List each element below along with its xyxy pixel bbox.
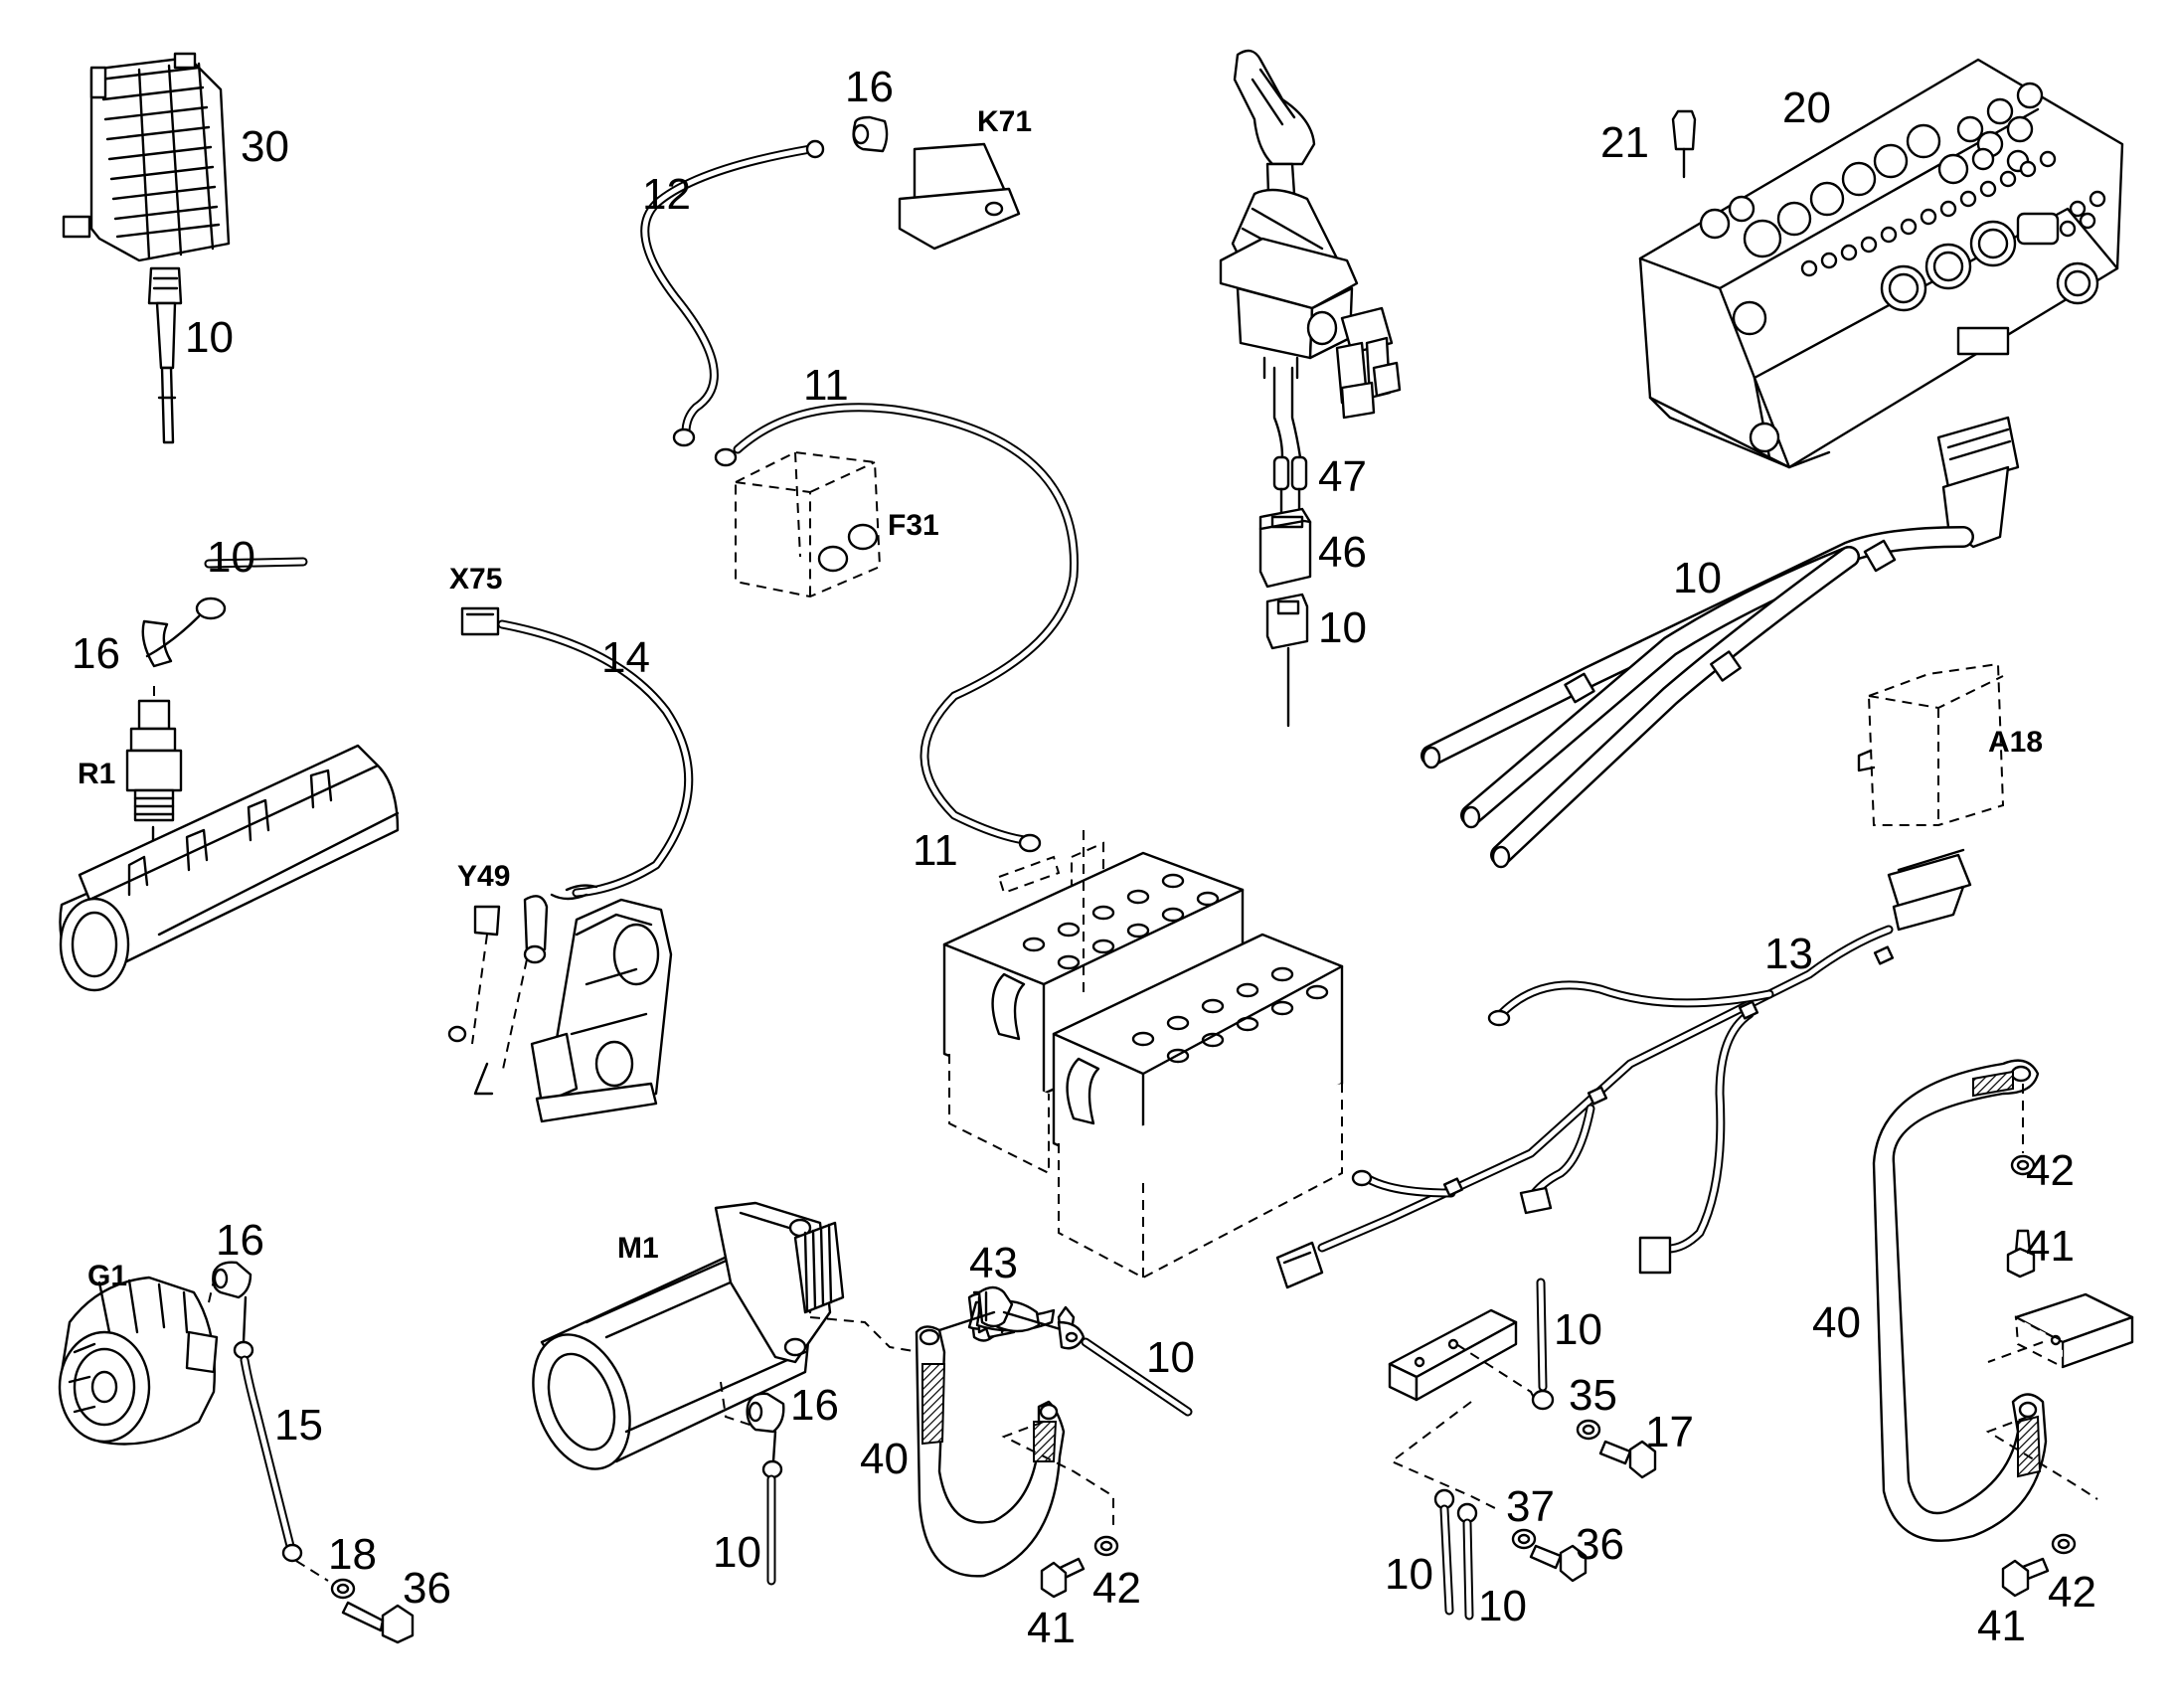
- label-21: 21: [1600, 118, 1649, 167]
- label-10: 10: [1554, 1305, 1602, 1354]
- label-17: 17: [1645, 1408, 1694, 1456]
- label-40: 40: [860, 1435, 909, 1483]
- label-41: 41: [1027, 1604, 1076, 1652]
- label-47: 47: [1318, 452, 1367, 501]
- solenoid-y49-assembly: [447, 606, 694, 1123]
- label-41: 41: [2026, 1222, 2075, 1271]
- strap-40-center-body: [746, 1285, 1193, 1599]
- sensor-r1-assembly: [59, 557, 400, 992]
- label-43: 43: [969, 1239, 1018, 1287]
- ground-strap-40-right: [1872, 1059, 2134, 1598]
- label-41: 41: [1977, 1602, 2026, 1650]
- label-11: 11: [803, 361, 849, 410]
- label-37: 37: [1506, 1482, 1555, 1531]
- alternator-g1-assembly: [58, 1261, 415, 1644]
- relay-k71-assembly: [640, 115, 1021, 447]
- label-18: 18: [328, 1530, 377, 1579]
- label-a18: A18: [1988, 726, 2043, 759]
- label-16: 16: [216, 1216, 264, 1265]
- label-13: 13: [1764, 930, 1813, 978]
- label-g1: G1: [87, 1260, 127, 1292]
- label-16: 16: [790, 1381, 839, 1430]
- label-36: 36: [403, 1564, 451, 1613]
- label-16: 16: [72, 629, 120, 678]
- label-42: 42: [2026, 1146, 2075, 1195]
- label-10: 10: [713, 1528, 761, 1577]
- batteries: [942, 830, 1344, 1280]
- label-10: 10: [185, 313, 234, 362]
- label-20: 20: [1782, 84, 1831, 132]
- joystick-assembly: [1219, 49, 1402, 728]
- label-40: 40: [1812, 1298, 1861, 1347]
- label-10: 10: [207, 533, 255, 582]
- instrument-panel-20: [1421, 58, 2124, 869]
- label-30: 30: [241, 122, 289, 171]
- label-10: 10: [1146, 1333, 1195, 1382]
- label-46: 46: [1318, 528, 1367, 577]
- label-10: 10: [1673, 554, 1722, 602]
- label-11: 11: [913, 826, 958, 875]
- label-m1: M1: [617, 1232, 659, 1265]
- label-10: 10: [1478, 1582, 1527, 1630]
- label-12: 12: [642, 170, 691, 219]
- label-k71: K71: [977, 105, 1032, 138]
- label-y49: Y49: [457, 860, 510, 893]
- label-f31: F31: [888, 509, 939, 542]
- label-14: 14: [601, 633, 650, 682]
- label-42: 42: [1092, 1564, 1141, 1613]
- label-r1: R1: [78, 758, 115, 790]
- battery-cells: [1022, 873, 1329, 1064]
- regulator-30: [62, 52, 231, 444]
- label-10: 10: [1318, 603, 1367, 652]
- label-10: 10: [1385, 1550, 1433, 1599]
- label-42: 42: [2048, 1568, 2096, 1617]
- fuse-f31-assembly: [714, 403, 1079, 853]
- starter-m1-assembly: [532, 1201, 920, 1470]
- panel-gauges: [1699, 82, 2106, 336]
- label-36: 36: [1576, 1520, 1624, 1569]
- terminal-block-assembly: [1388, 1278, 1657, 1621]
- label-35: 35: [1569, 1371, 1617, 1420]
- label-15: 15: [274, 1401, 323, 1450]
- module-a18-assembly: [1275, 662, 2005, 1289]
- callout-labels: 30 10 10 16 R1 12 16 K71 11 F31 X75 14 Y…: [72, 63, 2096, 1652]
- label-x75: X75: [449, 563, 502, 596]
- label-16: 16: [845, 63, 894, 111]
